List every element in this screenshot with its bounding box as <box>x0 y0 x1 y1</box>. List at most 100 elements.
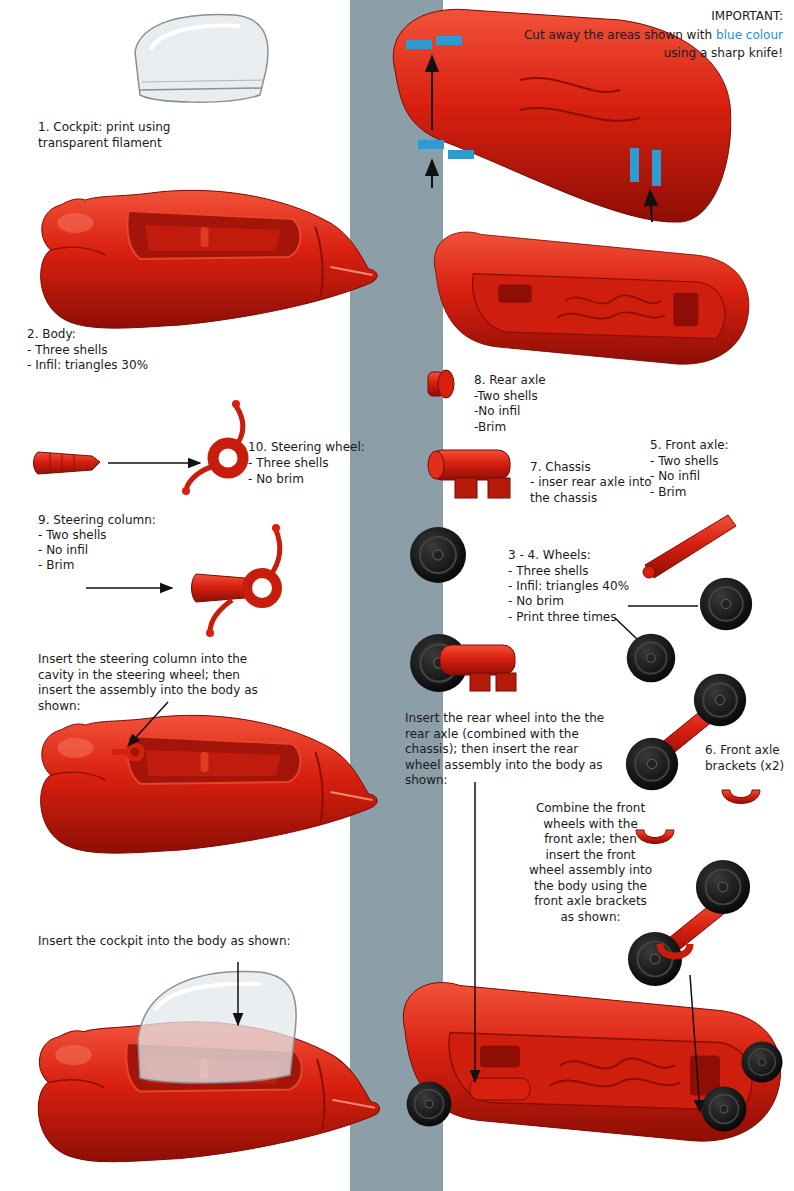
wheel-part <box>700 578 752 630</box>
body-underside-cut <box>650 190 652 222</box>
steering-wheel-part <box>232 400 240 408</box>
chassis-part <box>455 478 477 498</box>
steering-column-part <box>34 452 101 474</box>
body-part <box>41 190 377 328</box>
front-wheel-assembly <box>694 674 746 726</box>
print-note: - Three shells <box>27 343 108 359</box>
wheel-part <box>410 527 466 583</box>
steering-assembly <box>272 524 280 532</box>
print-note: - Two shells <box>650 454 719 470</box>
rear-wheel-assembly <box>410 634 516 692</box>
cut-area <box>418 140 444 149</box>
instruction-text: Combine the front wheels with the front … <box>528 801 653 925</box>
instruction-text: Insert the steering column into the cavi… <box>38 652 263 714</box>
print-note: - Brim <box>38 558 74 574</box>
print-note: - No brim <box>248 472 304 488</box>
body-underside-cut <box>520 78 640 121</box>
steering-assembly <box>210 600 232 632</box>
leader-line <box>628 605 698 607</box>
body-underside <box>403 983 780 1142</box>
cockpit-part <box>135 14 268 102</box>
print-note: - Brim <box>650 485 686 501</box>
cockpit-in-body <box>155 984 262 1010</box>
front-axle-part <box>643 515 736 578</box>
front-axle-part <box>645 515 736 578</box>
axle-bracket-part <box>722 790 760 804</box>
leader-arrow <box>128 702 168 746</box>
part-label: 8. Rear axle <box>474 373 546 389</box>
cockpit-in-body <box>138 971 296 1082</box>
cut-area <box>652 150 661 186</box>
warning-text: using a sharp knife! <box>664 46 783 62</box>
part-label: 9. Steering column: <box>38 513 156 529</box>
warning-text: Cut away the areas shown with <box>524 28 712 44</box>
steering-in-body <box>112 749 130 755</box>
body-underside-cut <box>431 160 433 188</box>
front-wheel-assembly <box>626 738 678 790</box>
leader-arrow <box>108 462 200 464</box>
body-underside-cut <box>393 9 730 222</box>
leader-arrow <box>690 975 700 1112</box>
steering-assembly <box>192 524 281 637</box>
chassis-part <box>428 450 510 498</box>
installed-wheels <box>741 1041 782 1082</box>
rear-wheel-assembly <box>470 673 490 691</box>
steering-assembly <box>206 629 214 637</box>
steering-wheel-part <box>186 466 214 490</box>
warning-text: IMPORTANT: <box>711 9 783 25</box>
print-note: -Brim <box>474 420 506 436</box>
cockpit-in-body <box>138 971 296 1082</box>
print-note: - Print three times <box>508 610 617 626</box>
cut-area <box>630 148 639 182</box>
axle-bracket-part <box>636 790 760 844</box>
print-note: - Infil: triangles 30% <box>27 358 148 374</box>
cockpit-part <box>135 14 268 102</box>
front-axle-part <box>643 566 655 578</box>
part-label: 2. Body: <box>27 327 76 343</box>
leader-arrow <box>237 962 239 1025</box>
part-label: 10. Steering wheel: <box>248 440 365 456</box>
leader-arrow <box>86 587 172 589</box>
part-label: 5. Front axle: <box>650 438 729 454</box>
installed-wheels <box>407 1041 783 1131</box>
print-note: - Infil: triangles 40% <box>508 579 629 595</box>
steering-wheel-part <box>213 443 243 473</box>
part-label: 7. Chassis <box>530 460 591 476</box>
front-wheel-assembly <box>696 860 750 914</box>
print-note: - Two shells <box>38 528 107 544</box>
steering-column-part <box>50 453 74 473</box>
front-wheel-assembly <box>660 944 690 956</box>
cut-area <box>448 150 474 159</box>
cockpit-part <box>140 88 262 90</box>
print-note: - No infil <box>38 543 88 559</box>
warning-line: Cut away the areas shown withblue colour <box>524 25 783 44</box>
print-note: - No brim <box>508 594 564 610</box>
print-note: 1. Cockpit: print using transparent fila… <box>38 120 198 151</box>
rear-axle-part <box>438 370 454 398</box>
installed-wheels <box>702 1087 747 1132</box>
axle-bracket-part <box>636 830 674 844</box>
steering-in-body <box>128 745 142 759</box>
print-note: -No infil <box>474 404 520 420</box>
steering-column-part <box>34 452 101 474</box>
leader-arrow <box>474 782 476 1082</box>
installed-wheels <box>470 1078 530 1100</box>
print-note: -Two shells <box>474 389 538 405</box>
steering-in-body <box>112 745 142 759</box>
print-note: - Three shells <box>248 456 329 472</box>
steering-assembly <box>247 573 277 603</box>
cut-area <box>436 36 462 45</box>
instruction-text: Insert the cockpit into the body as show… <box>38 934 358 950</box>
front-wheel-assembly <box>626 674 746 790</box>
cut-area <box>406 40 432 49</box>
steering-wheel-part <box>182 400 243 495</box>
print-note: - inser rear axle into the chassis <box>530 475 658 506</box>
chassis-part <box>488 478 510 498</box>
print-note: - No infil <box>650 469 700 485</box>
steering-wheel-part <box>182 487 190 495</box>
part-label: 3 - 4. Wheels: <box>508 548 591 564</box>
body-underside-cut <box>431 56 433 130</box>
body-underside <box>434 232 748 364</box>
